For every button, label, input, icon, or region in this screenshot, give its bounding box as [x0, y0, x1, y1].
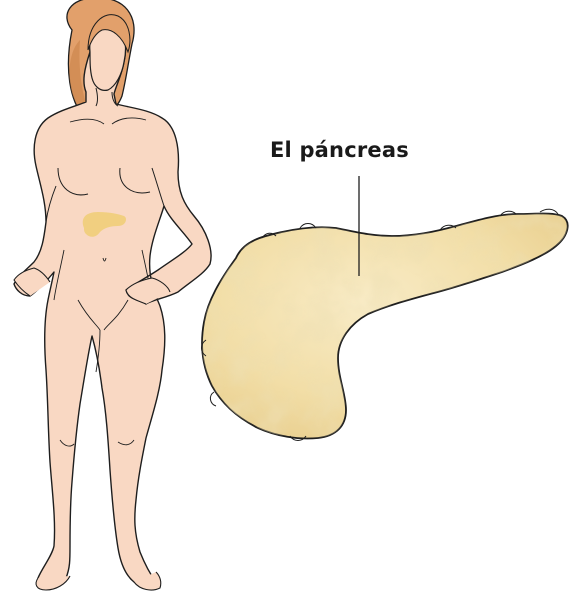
foot-left [36, 576, 70, 590]
body [14, 21, 211, 586]
human-figure [14, 0, 211, 590]
pancreas-illustration [196, 206, 572, 446]
pancreas-label: El páncreas [270, 138, 470, 162]
